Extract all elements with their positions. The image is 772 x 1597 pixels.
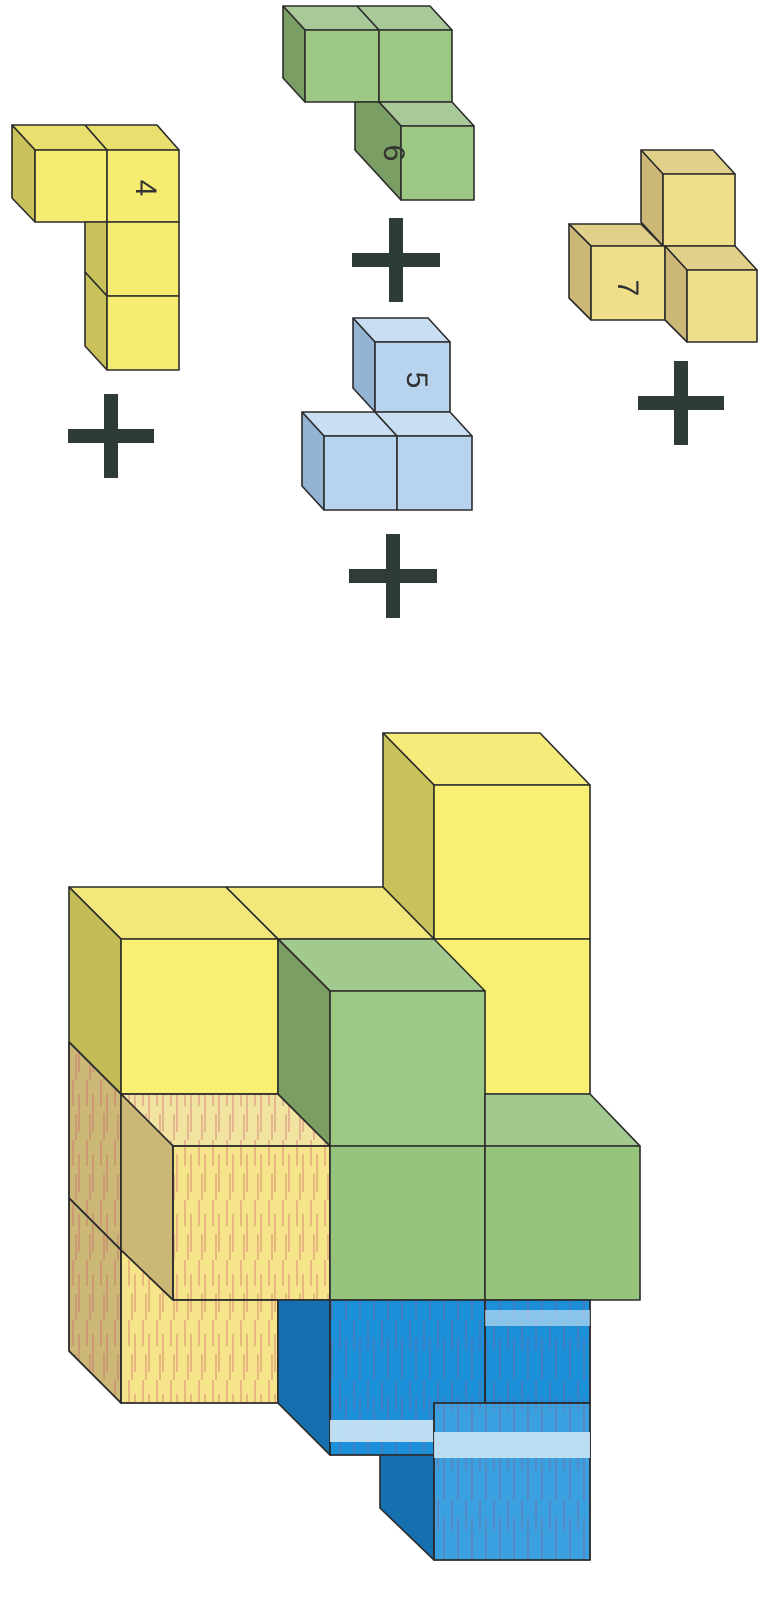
cube-face bbox=[173, 1146, 330, 1300]
cube-face bbox=[379, 30, 452, 102]
cube-face bbox=[434, 1403, 590, 1560]
cube-face bbox=[324, 436, 397, 510]
cube-face bbox=[663, 174, 735, 246]
cube-face bbox=[107, 222, 179, 296]
cube-face bbox=[485, 1094, 640, 1146]
piece-4-label: 4 bbox=[129, 180, 162, 197]
piece-4 bbox=[12, 125, 179, 370]
plus-sign bbox=[349, 534, 437, 618]
piece-6 bbox=[283, 6, 474, 200]
piece-7 bbox=[569, 150, 757, 342]
cube-face bbox=[687, 270, 757, 342]
piece-6-label: 6 bbox=[377, 145, 410, 162]
piece-5-label: 5 bbox=[400, 372, 433, 389]
plus-sign bbox=[68, 394, 154, 478]
cube-face bbox=[305, 30, 379, 102]
cube-face bbox=[330, 991, 485, 1146]
cube-face bbox=[330, 1146, 485, 1300]
cube-face bbox=[397, 436, 472, 510]
plus-sign bbox=[638, 361, 724, 445]
assembled-cube-structure bbox=[69, 733, 640, 1560]
piece-7-label: 7 bbox=[611, 280, 644, 297]
cube-face bbox=[380, 1455, 434, 1560]
cube-face bbox=[107, 296, 179, 370]
piece-5 bbox=[302, 318, 472, 510]
cube-face bbox=[278, 1300, 330, 1455]
cube-face bbox=[485, 1146, 640, 1300]
cube-face bbox=[485, 1310, 590, 1326]
cube-face bbox=[121, 939, 278, 1094]
cube-face bbox=[401, 126, 474, 200]
cube-face bbox=[434, 1432, 590, 1458]
cube-face bbox=[35, 150, 107, 222]
cube-face bbox=[434, 785, 590, 939]
plus-sign bbox=[352, 218, 440, 302]
